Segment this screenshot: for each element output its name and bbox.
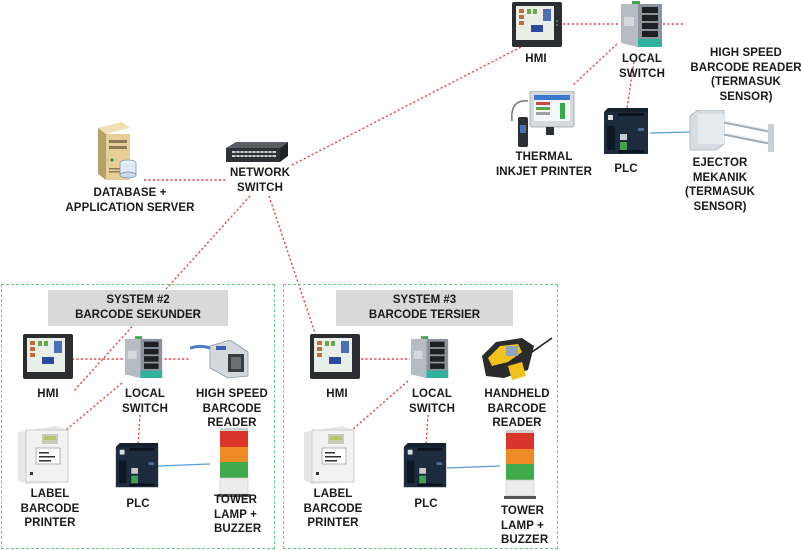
server-label: DATABASE + APPLICATION SERVER: [65, 187, 195, 214]
s1-local-switch-label: LOCAL SWITCH: [619, 53, 665, 80]
s1-plc-label: PLC: [614, 163, 638, 175]
link-s1-switch-plc: [626, 61, 635, 109]
link-network-switch-system3-hmi: [268, 195, 319, 343]
s2-barcode-reader-label: HIGH SPEED BARCODE READER: [196, 388, 268, 429]
s2-high-speed-barcode-reader-icon: [189, 339, 250, 385]
s2-tower-lamp-icon: [216, 428, 252, 505]
link-s3-plc-tower: [446, 465, 501, 469]
s2-plc-icon: [114, 443, 160, 496]
network-switch-label: NETWORK SWITCH: [229, 167, 291, 194]
link-s2-switch-printer: [65, 382, 123, 431]
s1-printer-label: THERMAL INKJET PRINTER: [496, 151, 592, 178]
link-s1-plc-ejector: [649, 131, 691, 134]
link-s1-switch-printer: [571, 43, 618, 87]
s2-plc-label: PLC: [126, 498, 150, 510]
s2-tower-lamp-label: TOWER LAMP + BUZZER: [214, 494, 262, 535]
link-s3-switch-plc: [425, 414, 429, 446]
s1-hmi-label: HMI: [525, 53, 547, 65]
s1-ejector-label: EJECTOR MEKANIK (TERMASUK SENSOR): [685, 157, 755, 213]
s1-plc-icon: [602, 108, 650, 163]
system2-header: SYSTEM #2 BARCODE SEKUNDER: [48, 290, 228, 326]
s3-handheld-barcode-reader-icon: [478, 336, 554, 387]
s1-hmi-icon: [511, 1, 563, 54]
s2-printer-label: LABEL BARCODE PRINTER: [20, 488, 80, 529]
system3-header: SYSTEM #3 BARCODE TERSIER: [336, 290, 513, 326]
s3-hmi-label: HMI: [326, 388, 348, 400]
system3-group: [283, 284, 558, 549]
s3-printer-label: LABEL BARCODE PRINTER: [303, 488, 363, 529]
s2-label-printer-icon: [16, 424, 70, 491]
s3-label-printer-icon: [302, 424, 356, 491]
s1-local-switch-icon: [620, 1, 664, 54]
s3-plc-label: PLC: [414, 498, 438, 510]
s2-hmi-icon: [22, 333, 74, 386]
s1-thermal-inkjet-printer-icon: [506, 90, 578, 154]
link-s2-plc-tower: [157, 463, 211, 467]
link-s2-switch-plc: [137, 414, 141, 446]
s3-tower-lamp-icon: [502, 430, 538, 507]
s3-plc-icon: [402, 443, 448, 496]
s2-local-switch-icon: [124, 335, 164, 386]
s2-hmi-label: HMI: [37, 388, 59, 400]
s3-local-switch-icon: [410, 335, 450, 386]
s3-tower-lamp-label: TOWER LAMP + BUZZER: [501, 505, 549, 546]
server-icon: [94, 120, 138, 187]
system2-group: [1, 284, 275, 549]
s3-barcode-reader-label: HANDHELD BARCODE READER: [484, 388, 550, 429]
s1-barcode-reader-label: HIGH SPEED BARCODE READER (TERMASUK SENS…: [690, 47, 801, 103]
s3-hmi-icon: [309, 333, 361, 386]
network-switch-icon: [224, 140, 290, 171]
s3-local-switch-label: LOCAL SWITCH: [409, 388, 455, 415]
s2-local-switch-label: LOCAL SWITCH: [122, 388, 168, 415]
s1-ejector-icon: [688, 109, 778, 161]
link-s3-switch-printer: [351, 380, 409, 431]
link-network-switch-system1-hmi: [291, 45, 524, 166]
